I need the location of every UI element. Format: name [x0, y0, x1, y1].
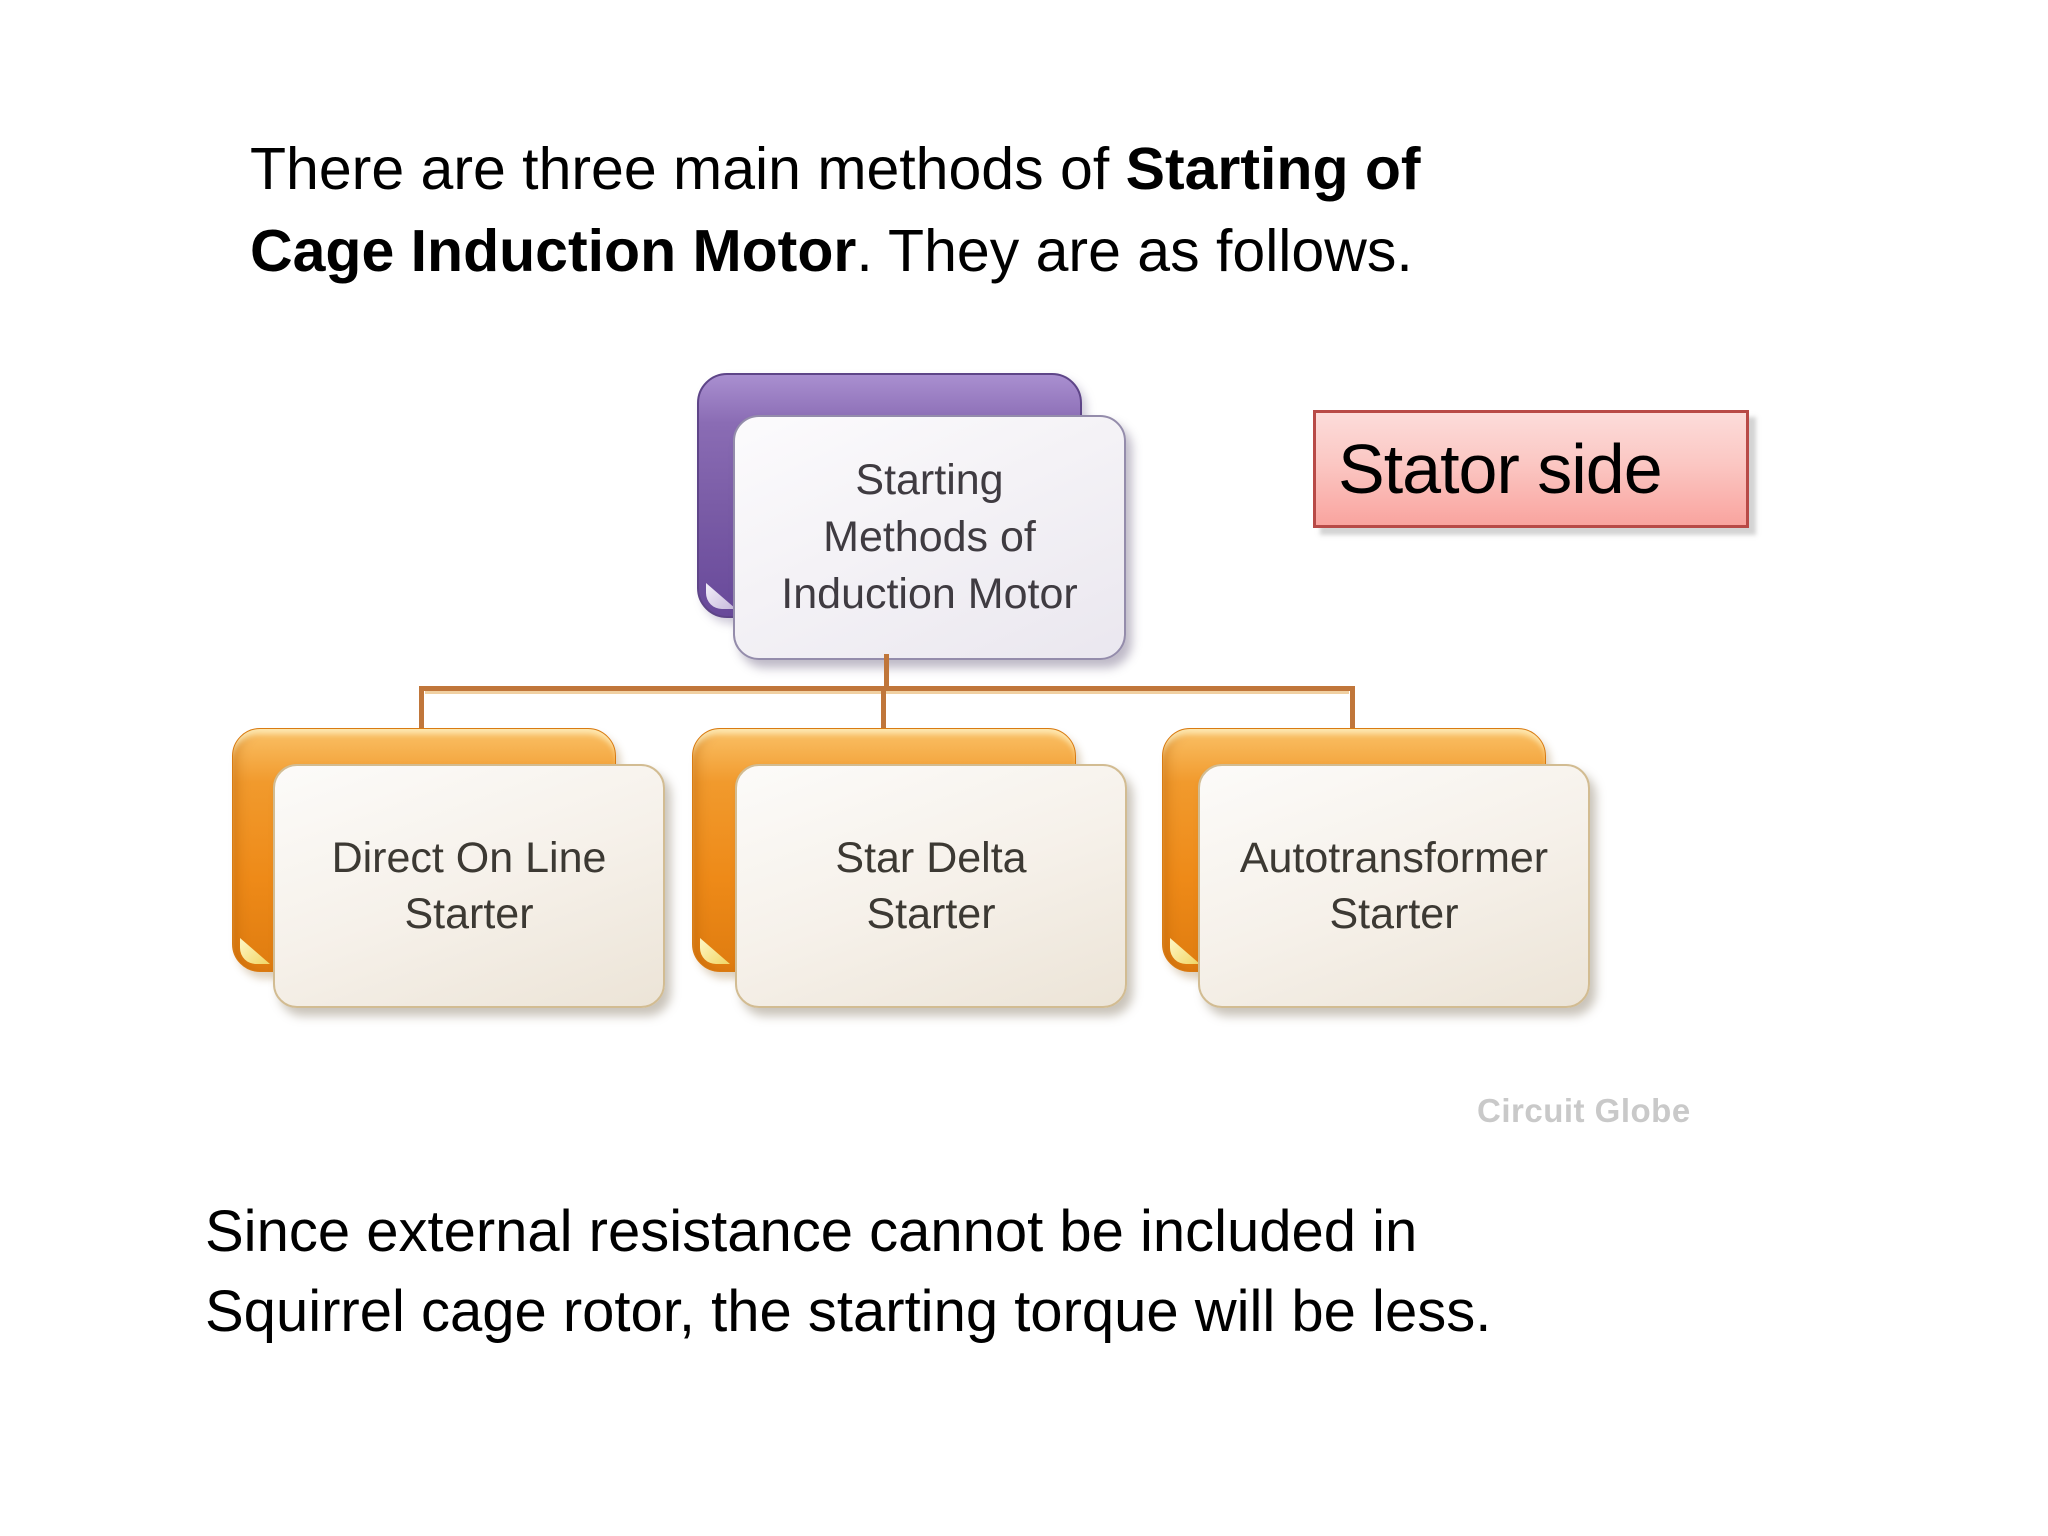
annotation-label: Stator side: [1338, 430, 1663, 508]
child-node-star-delta-label: Star Delta Starter: [835, 834, 1027, 938]
footer-line-1: Since external resistance cannot be incl…: [205, 1199, 1418, 1264]
child-node-autotransformer: Autotransformer Starter: [1198, 764, 1590, 1008]
watermark: Circuit Globe: [1477, 1092, 1691, 1129]
footer-paragraph: Since external resistance cannot be incl…: [205, 1192, 1491, 1352]
headline-text-bold-1: Starting of: [1125, 136, 1421, 202]
child-node-corner-fold-3: [1170, 938, 1200, 964]
annotation-box: Stator side: [1313, 410, 1749, 528]
root-node: Starting Methods of Induction Motor: [733, 415, 1126, 660]
child-node-dol-label: Direct On Line Starter: [331, 834, 607, 938]
headline-line-2: Cage Induction Motor. They are as follow…: [250, 210, 1421, 292]
connector-drop-middle: [881, 689, 886, 730]
connector-horizontal-bar-highlight: [425, 691, 1349, 694]
child-node-autotransformer-label: Autotransformer Starter: [1239, 834, 1549, 938]
child-node-star-delta: Star Delta Starter: [735, 764, 1127, 1008]
connector-drop-right: [1350, 689, 1355, 730]
headline-text-normal-1: There are three main methods of: [250, 136, 1126, 202]
headline-text-bold-2: Cage Induction Motor: [250, 218, 857, 284]
child-node-dol: Direct On Line Starter: [273, 764, 665, 1008]
connector-drop-left: [419, 689, 424, 730]
root-node-label: Starting Methods of Induction Motor: [781, 456, 1078, 618]
headline-line-1: There are three main methods of Starting…: [250, 128, 1421, 210]
root-node-corner-fold: [706, 583, 736, 609]
headline-text-normal-2: . They are as follows.: [856, 218, 1413, 284]
footer-line-2: Squirrel cage rotor, the starting torque…: [205, 1279, 1492, 1344]
child-node-corner-fold-1: [240, 938, 270, 964]
headline: There are three main methods of Starting…: [250, 128, 1421, 292]
child-node-corner-fold-2: [700, 938, 730, 964]
connector-stem: [884, 654, 889, 688]
connector-horizontal-bar: [419, 686, 1355, 691]
